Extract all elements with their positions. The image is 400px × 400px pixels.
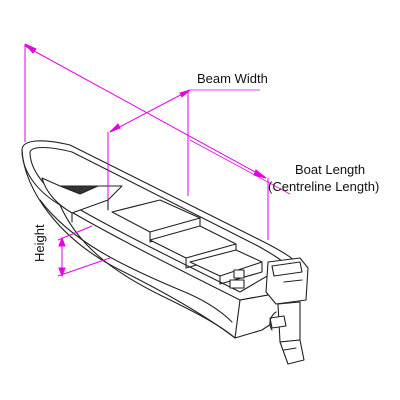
height-extension-top bbox=[57, 225, 93, 241]
bow-deck bbox=[41, 177, 123, 214]
beam-width-label: Beam Width bbox=[197, 71, 268, 86]
length-arrow-start bbox=[24, 43, 37, 54]
dimension-lines bbox=[24, 43, 291, 278]
motor-skeg bbox=[279, 339, 305, 365]
height-arrow-top bbox=[58, 236, 66, 247]
beam-width-line bbox=[109, 89, 191, 133]
height-label: Height bbox=[32, 224, 47, 262]
hull-side bbox=[21, 149, 236, 339]
motor-cowling bbox=[265, 257, 309, 305]
length-arrow-end bbox=[253, 169, 267, 179]
seat-front bbox=[111, 199, 201, 233]
bow-deck-shade bbox=[59, 185, 99, 195]
hull-keel bbox=[59, 204, 236, 339]
height-extension-bottom bbox=[57, 257, 111, 277]
beam-arrow-right bbox=[179, 89, 191, 98]
height-arrow-bottom bbox=[58, 267, 66, 278]
boat-length-label: Boat Length bbox=[295, 162, 366, 177]
beam-arrow-left bbox=[109, 123, 121, 133]
hull-chine bbox=[39, 199, 233, 323]
centreline-length-label: (Centreline Length) bbox=[268, 179, 380, 194]
boat-length-line bbox=[24, 45, 267, 179]
hull-gunwale bbox=[21, 140, 301, 301]
